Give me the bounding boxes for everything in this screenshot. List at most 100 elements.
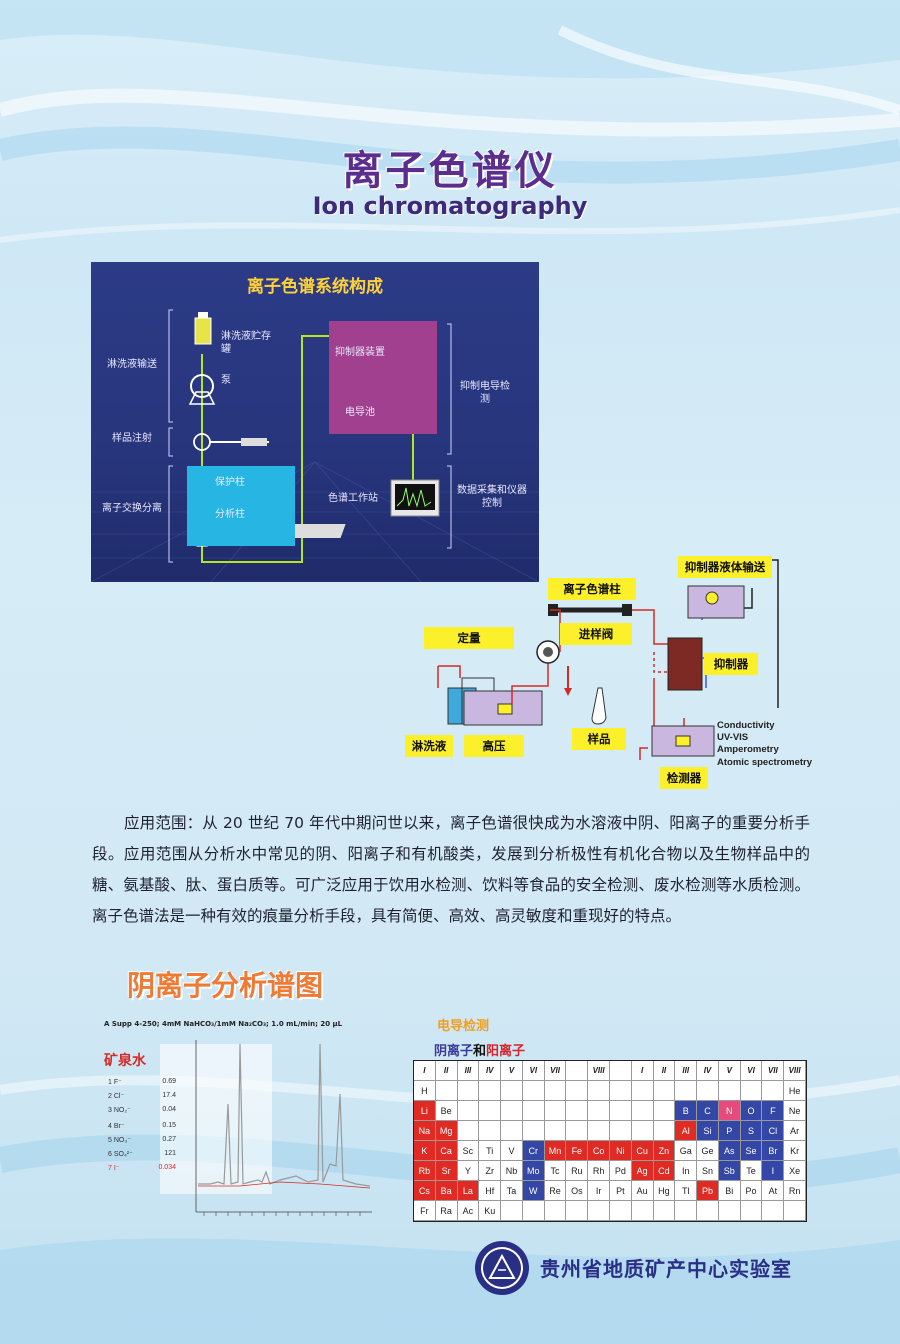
- page-subtitle: Ion chromatography: [312, 192, 588, 220]
- element-ac: Ac: [457, 1201, 480, 1221]
- element-ar: Ar: [784, 1121, 806, 1141]
- element-w: W: [522, 1181, 545, 1201]
- element-hg: Hg: [653, 1181, 676, 1201]
- element-ta: Ta: [501, 1181, 523, 1201]
- ion-row-3: 3 NO₂⁻0.04: [108, 1106, 176, 1114]
- ion-row-5: 5 NO₃⁻0.27: [108, 1136, 176, 1144]
- empty-cell: [631, 1101, 654, 1121]
- empty-cell: [653, 1081, 676, 1101]
- empty-cell: [588, 1101, 610, 1121]
- detection-method-1: Conductivity: [717, 720, 775, 731]
- empty-cell: [501, 1121, 523, 1141]
- suppressor-detection-box: [329, 321, 437, 434]
- empty-cell: [588, 1201, 610, 1221]
- empty-cell: [522, 1121, 545, 1141]
- empty-cell: [610, 1101, 632, 1121]
- empty-cell: [675, 1081, 698, 1101]
- empty-cell: [501, 1081, 523, 1101]
- element-rh: Rh: [588, 1161, 610, 1181]
- element-si: Si: [697, 1121, 719, 1141]
- element-xe: Xe: [784, 1161, 806, 1181]
- empty-cell: [479, 1081, 502, 1101]
- empty-cell: [631, 1201, 654, 1221]
- institution-logo-icon: [475, 1241, 529, 1295]
- mineral-water-label: 矿泉水: [104, 1053, 146, 1069]
- element-he: He: [784, 1081, 806, 1101]
- element-cr: Cr: [522, 1141, 545, 1161]
- anion-section-title: 阴离子分析谱图: [127, 969, 324, 1002]
- element-o: O: [740, 1101, 763, 1121]
- element-i: I: [762, 1161, 785, 1181]
- empty-cell: [566, 1101, 589, 1121]
- ion-exchange-box: [187, 466, 295, 546]
- label-workstation: 色谱工作站: [328, 493, 378, 504]
- element-pt: Pt: [610, 1181, 632, 1201]
- empty-cell: [588, 1121, 610, 1141]
- empty-cell: [566, 1121, 589, 1141]
- label-eluent-delivery: 淋洗液输送: [107, 359, 157, 370]
- system-schematic-panel: 离子色谱系统构成 淋洗液输送 样品注射 离子交换分离 淋洗液贮存罐 泵 保护柱 …: [91, 262, 539, 582]
- flow-label-sample: 样品: [572, 728, 626, 750]
- element-ga: Ga: [675, 1141, 698, 1161]
- group-header: V: [718, 1061, 741, 1081]
- empty-cell: [566, 1201, 589, 1221]
- flow-label-quantification: 定量: [424, 627, 514, 649]
- empty-cell: [522, 1081, 545, 1101]
- empty-cell: [653, 1121, 676, 1141]
- label-data-acquisition: 数据采集和仪器控制: [457, 485, 527, 509]
- element-sb: Sb: [718, 1161, 741, 1181]
- empty-cell: [653, 1201, 676, 1221]
- flow-label-suppressor-delivery: 抑制器液体输送: [678, 556, 772, 578]
- empty-cell: [566, 1081, 589, 1101]
- group-header: II: [653, 1061, 676, 1081]
- element-as: As: [718, 1141, 741, 1161]
- label-analytical-column: 分析柱: [215, 509, 245, 520]
- element-br: Br: [762, 1141, 785, 1161]
- element-pb: Pb: [697, 1181, 719, 1201]
- label-suppressor: 抑制器装置: [335, 347, 385, 358]
- group-header: VII: [544, 1061, 567, 1081]
- anion-cation-legend: 阴离子和阳离子: [434, 1044, 526, 1059]
- empty-cell: [544, 1081, 567, 1101]
- label-ion-exchange: 离子交换分离: [102, 503, 162, 514]
- group-header: V: [501, 1061, 523, 1081]
- flow-label-detector: 检测器: [660, 767, 708, 789]
- element-sn: Sn: [697, 1161, 719, 1181]
- group-header: VI: [740, 1061, 763, 1081]
- detection-method-3: Amperometry: [717, 744, 779, 755]
- empty-cell: [522, 1101, 545, 1121]
- element-al: Al: [675, 1121, 698, 1141]
- label-suppressed-detection: 抑制电导检测: [460, 381, 510, 405]
- element-te: Te: [740, 1161, 763, 1181]
- flow-label-high-pressure: 高压: [464, 735, 524, 757]
- element-pd: Pd: [610, 1161, 632, 1181]
- group-header: III: [457, 1061, 480, 1081]
- empty-cell: [740, 1081, 763, 1101]
- empty-cell: [588, 1081, 610, 1101]
- element-cs: Cs: [414, 1181, 436, 1201]
- element-f: F: [762, 1101, 785, 1121]
- label-guard-column: 保护柱: [215, 477, 245, 488]
- element-re: Re: [544, 1181, 567, 1201]
- element-fe: Fe: [566, 1141, 589, 1161]
- element-mo: Mo: [522, 1161, 545, 1181]
- group-header: I: [414, 1061, 436, 1081]
- ion-row-4: 4 Br⁻0.15: [108, 1122, 176, 1130]
- element-ag: Ag: [631, 1161, 654, 1181]
- flow-label-ion-column: 离子色谱柱: [548, 578, 636, 600]
- element-ir: Ir: [588, 1181, 610, 1201]
- element-os: Os: [566, 1181, 589, 1201]
- group-header: I: [631, 1061, 654, 1081]
- element-b: B: [675, 1101, 698, 1121]
- element-kr: Kr: [784, 1141, 806, 1161]
- element-ni: Ni: [610, 1141, 632, 1161]
- element-ru: Ru: [566, 1161, 589, 1181]
- empty-cell: [653, 1101, 676, 1121]
- element-au: Au: [631, 1181, 654, 1201]
- element-n: N: [718, 1101, 741, 1121]
- empty-cell: [435, 1081, 458, 1101]
- empty-cell: [610, 1201, 632, 1221]
- detection-method-2: UV-VIS: [717, 732, 749, 743]
- detection-method-4: Atomic spectrometry: [717, 757, 813, 768]
- group-header: VII: [762, 1061, 785, 1081]
